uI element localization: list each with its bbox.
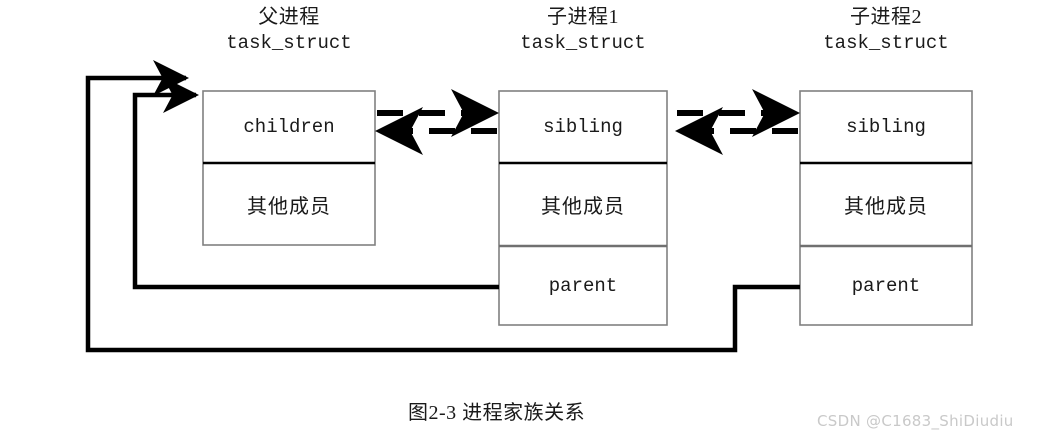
child-process-2-box: [799, 90, 973, 326]
child-process-2-title-struct: task_struct: [823, 31, 949, 54]
parent-process-box: [202, 90, 376, 246]
link-child2-parent-to-parent: [85, 60, 800, 353]
figure-caption: 图2-3 进程家族关系: [408, 402, 586, 424]
child-process-1-title-cn: 子进程1: [547, 6, 619, 28]
child-process-2-title-cn: 子进程2: [850, 6, 922, 28]
child-process-1-title-struct: task_struct: [520, 31, 646, 54]
csdn-watermark: CSDN @C1683_ShiDiudiu: [817, 412, 1014, 430]
parent-process-title: 父进程 task_struct: [203, 6, 375, 54]
child-process-1-box: [498, 90, 668, 326]
child-process-2-title: 子进程2 task_struct: [800, 6, 972, 54]
parent-process-title-cn: 父进程: [258, 6, 320, 28]
child-process-1-title: 子进程1 task_struct: [499, 6, 667, 54]
parent-process-title-struct: task_struct: [226, 31, 352, 54]
